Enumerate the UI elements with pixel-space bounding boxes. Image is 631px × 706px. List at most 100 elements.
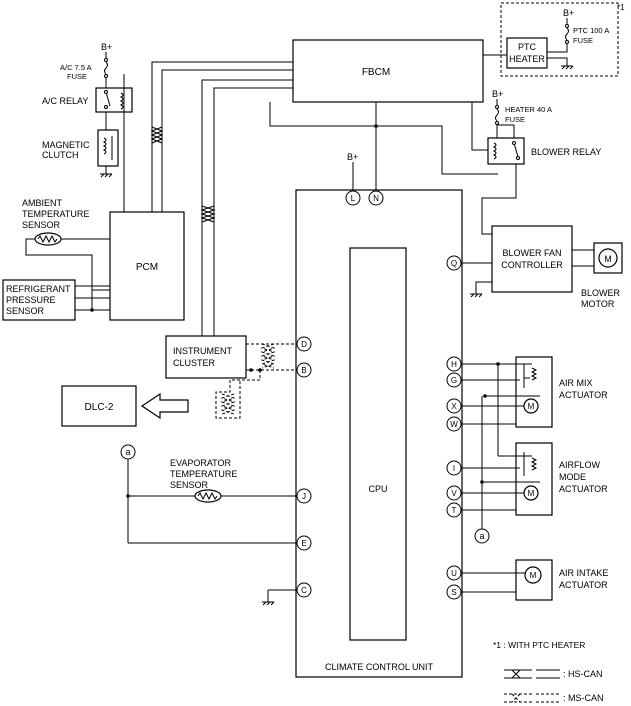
ccu-group: CLIMATE CONTROL UNIT CPU	[295, 189, 463, 678]
air-intake-label-1: AIR INTAKE	[559, 568, 608, 578]
blower-fan-ctrl-label-2: CONTROLLER	[501, 260, 563, 270]
blower-fan-controller-group: BLOWER FAN CONTROLLER M BLOWER MOTOR	[458, 225, 623, 309]
ac-fuse-label-2: FUSE	[67, 72, 87, 81]
pin-S: S	[451, 588, 456, 597]
pin-V: V	[451, 489, 457, 498]
airflow-motor-m: M	[528, 489, 535, 498]
evap-label-3: SENSOR	[170, 480, 209, 490]
air-mix-motor-m: M	[528, 402, 535, 411]
fbcm-label: FBCM	[362, 67, 390, 78]
airflow-label-2: MODE	[559, 472, 586, 482]
ac-relay-box	[95, 87, 133, 113]
legend: *1 : WITH PTC HEATER : HS-CAN : MS-CAN	[493, 640, 604, 703]
pcm-box	[109, 211, 185, 321]
pin-I: I	[453, 464, 455, 473]
pcm-label: PCM	[136, 262, 158, 273]
heater-bplus: B+	[492, 89, 503, 99]
instrument-cluster-box	[165, 335, 247, 379]
air-intake-label-2: ACTUATOR	[559, 580, 608, 590]
air-intake-motor-m: M	[530, 571, 537, 580]
ambient-label-1: AMBIENT	[22, 198, 63, 208]
hs-can-pcm-fbcm	[150, 61, 293, 212]
pin-T: T	[452, 506, 457, 515]
dlc2-label: DLC-2	[85, 402, 114, 413]
ac-fuse-label-1: A/C 7.5 A	[60, 63, 92, 72]
heater-fuse-label-2: FUSE	[505, 115, 525, 124]
ccu-pins: L N D B J E C Q H G X W I V T U S	[296, 190, 462, 600]
air-mix-actuator-box	[515, 356, 553, 428]
pin-Q: Q	[451, 259, 457, 268]
air-mix-label-1: AIR MIX	[559, 378, 593, 388]
fbcm-group: FBCM	[292, 39, 507, 103]
ac-relay-label: A/C RELAY	[42, 96, 88, 106]
legend-ms-can: : MS-CAN	[563, 693, 604, 703]
pcm-group: PCM	[109, 211, 185, 321]
evap-label-1: EVAPORATOR	[170, 458, 232, 468]
pin-H: H	[451, 360, 457, 369]
connector-a-right	[474, 528, 490, 544]
evaporator-sensor-group: a EVAPORATOR TEMPERATURE SENSOR	[120, 444, 296, 606]
refrigerant-sensor-group: REFRIGERANT PRESSURE SENSOR	[2, 279, 110, 321]
ac-bplus: B+	[101, 42, 112, 52]
ccu-label: CLIMATE CONTROL UNIT	[325, 662, 434, 672]
ptc-heater-option-group: *1 PTC HEATER B+ PTC 100 A FUSE	[500, 2, 625, 77]
air-intake-motor-icon	[524, 566, 542, 584]
pin-D: D	[301, 340, 307, 349]
ccu-bplus: B+	[347, 152, 358, 162]
cpu-box	[349, 247, 407, 641]
pin-G: G	[451, 376, 457, 385]
refrigerant-label-3: SENSOR	[6, 306, 45, 316]
ptc-heater-label-2: HEATER	[509, 54, 545, 64]
connector-a-right-label: a	[479, 531, 484, 541]
ac-relay-group: B+ A/C 7.5 A FUSE A/C RELAY MAGNETIC CLU…	[42, 42, 133, 220]
connector-a-left-label: a	[125, 447, 130, 457]
pin-B: B	[301, 366, 306, 375]
blower-motor-icon	[598, 248, 618, 268]
air-mix-actuator-group: M AIR MIX ACTUATOR	[462, 356, 608, 456]
air-mix-label-2: ACTUATOR	[559, 390, 608, 400]
hs-can-cluster-fbcm	[200, 79, 293, 336]
pin-N: N	[373, 194, 379, 203]
air-intake-actuator-group: M AIR INTAKE ACTUATOR	[462, 559, 608, 601]
cluster-label-2: CLUSTER	[173, 358, 216, 368]
airflow-mode-actuator-box	[515, 442, 553, 516]
pin-J: J	[302, 492, 306, 501]
magnetic-clutch-label-2: CLUTCH	[42, 150, 79, 160]
heater-fuse-label-1: HEATER 40 A	[505, 105, 552, 114]
dlc2-arrow-icon	[140, 392, 189, 420]
ptc-option-marker: *1	[617, 3, 625, 12]
airflow-label-1: AIRFLOW	[559, 460, 601, 470]
dlc2-box	[61, 385, 137, 427]
legend-note: *1 : WITH PTC HEATER	[493, 640, 585, 650]
blower-motor-label-1: BLOWER	[581, 288, 621, 298]
blower-motor-m: M	[604, 254, 612, 264]
refrigerant-label-2: PRESSURE	[6, 295, 56, 305]
blower-relay-group: B+ HEATER 40 A FUSE BLOWER RELAY	[481, 89, 601, 235]
pin-L: L	[351, 194, 356, 203]
ptc-heater-label-1: PTC	[518, 42, 537, 52]
blower-fan-ctrl-label-1: BLOWER FAN	[502, 248, 561, 258]
evap-label-2: TEMPERATURE	[170, 469, 237, 479]
ptc-fuse-label-1: PTC 100 A	[573, 26, 609, 35]
blower-motor-label-2: MOTOR	[581, 299, 615, 309]
pin-E: E	[301, 539, 306, 548]
ccu-power-pins: B+	[269, 102, 498, 190]
blower-fan-controller-box	[491, 225, 573, 293]
airflow-label-3: ACTUATOR	[559, 484, 608, 494]
pin-W: W	[450, 420, 458, 429]
ambient-sensor-group: AMBIENT TEMPERATURE SENSOR	[22, 198, 110, 291]
pin-C: C	[301, 586, 307, 595]
cpu-label: CPU	[368, 484, 387, 494]
magnetic-clutch-box	[97, 129, 119, 167]
ambient-label-3: SENSOR	[22, 220, 61, 230]
fbcm-box	[292, 39, 484, 103]
refrigerant-sensor-box	[2, 279, 76, 321]
ptc-fuse-label-2: FUSE	[573, 36, 593, 45]
ptc-heater-box	[506, 37, 548, 69]
ambient-label-2: TEMPERATURE	[22, 209, 89, 219]
refrigerant-label-1: REFRIGERANT	[6, 284, 71, 294]
blower-relay-label: BLOWER RELAY	[531, 147, 601, 157]
legend-hs-can: : HS-CAN	[563, 669, 603, 679]
pin-U: U	[451, 569, 457, 578]
